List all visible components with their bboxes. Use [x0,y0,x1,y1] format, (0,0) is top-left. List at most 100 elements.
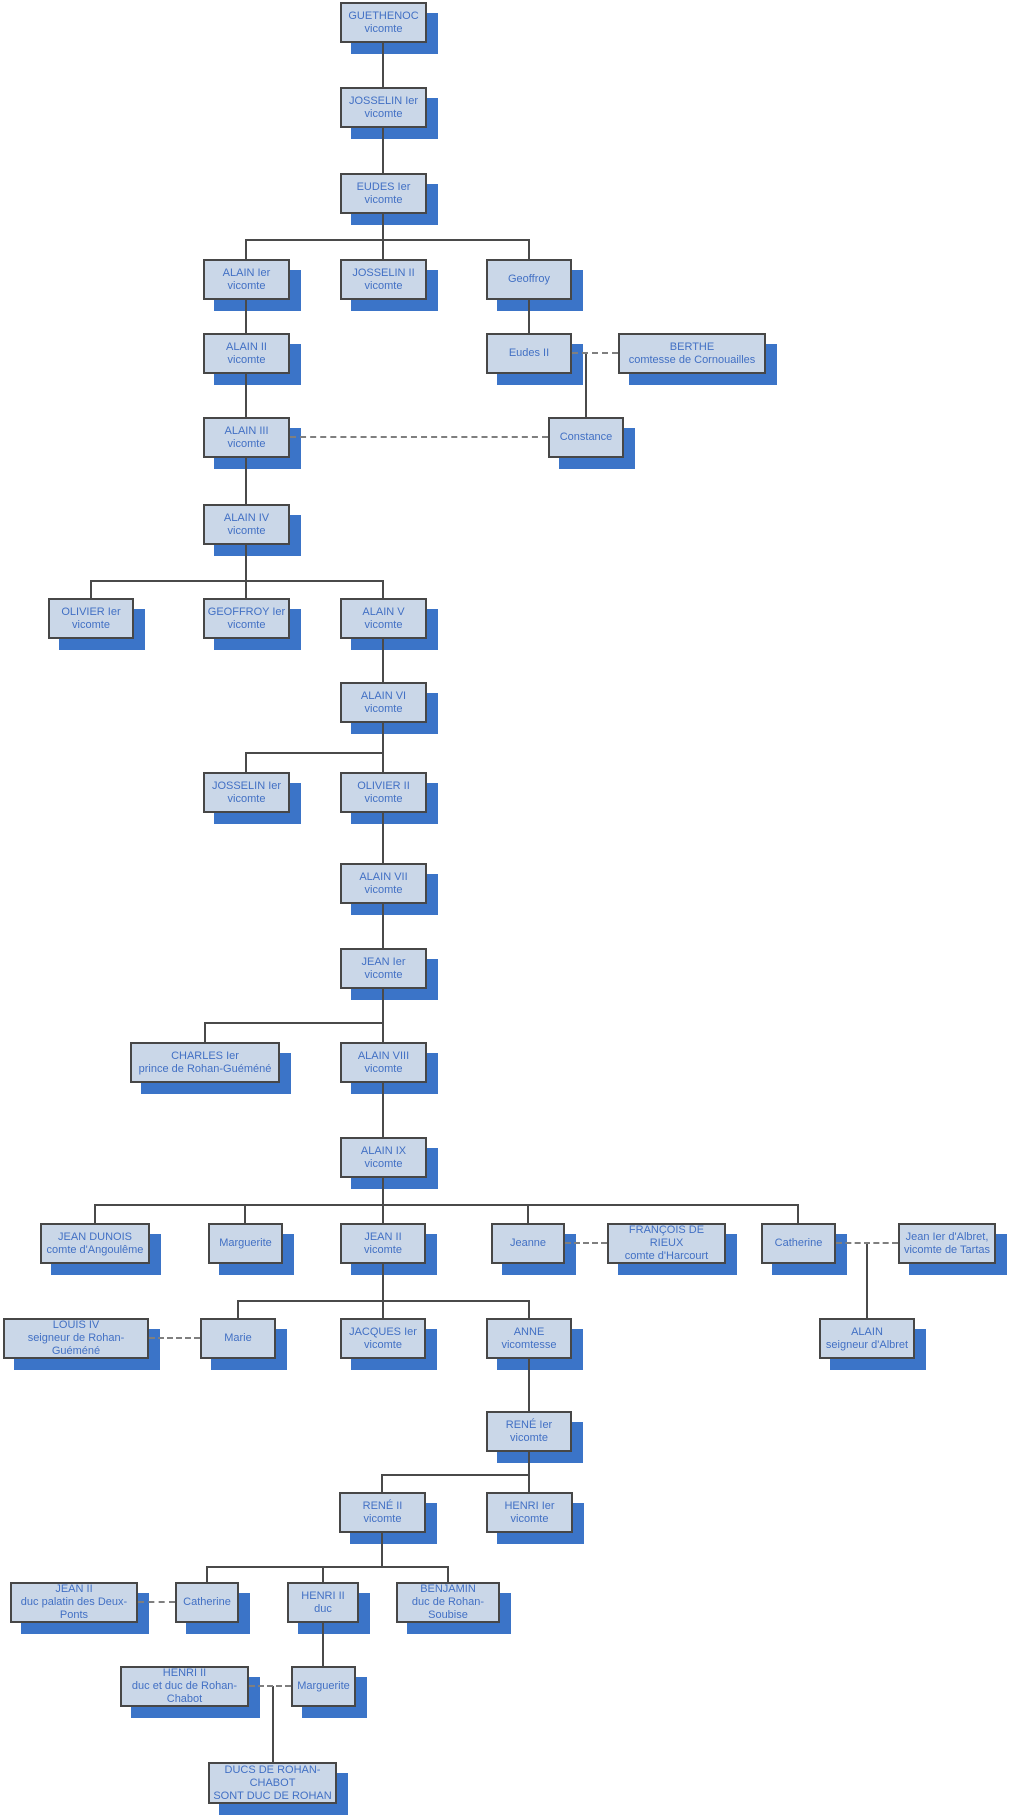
descent-line-vertical [447,1567,449,1582]
node-label: Marie [224,1332,252,1344]
node-sublabel: vicomte [364,22,403,35]
descent-line-vertical [94,1205,96,1223]
node-sublabel: vicomte [72,618,110,631]
descent-line-vertical [382,43,384,87]
descent-line-horizontal [204,1022,384,1024]
marriage-line-dashed [565,1242,607,1244]
node-sublabel: vicomte [364,1243,402,1256]
node-geoffroy[interactable]: Geoffroy [486,259,572,300]
node-sublabel: seigneur d'Albret [825,1338,909,1351]
descent-line-vertical [382,128,384,173]
node-label: GEOFFROY Ier [207,605,286,618]
node-sublabel: duc palatin des Deux-Ponts [20,1596,128,1621]
node-label: JOSSELIN II [352,266,415,279]
node-label: ALAIN VII [359,870,408,883]
descent-line-horizontal [381,1474,530,1476]
node-label: Catherine [774,1237,823,1249]
descent-line-vertical [528,1359,530,1411]
node-label: Geoffroy [508,273,550,285]
node-label: RENÉ II [362,1499,403,1512]
node-label: FRANÇOIS DE RIEUX [628,1224,705,1249]
descent-line-vertical [272,1686,274,1762]
descent-line-vertical [585,353,587,417]
descent-line-vertical [528,1475,530,1492]
node-jean-albret[interactable]: Jean Ier d'Albret,vicomte de Tartas [898,1223,996,1264]
descent-line-vertical [382,1301,384,1318]
node-label: JEAN Ier [361,955,406,968]
marriage-line-dashed [138,1601,175,1603]
node-label: JACQUES Ier [349,1325,417,1338]
node-label: ALAIN II [226,340,267,353]
node-catherine-1[interactable]: Catherine [761,1223,836,1264]
node-sublabel: vicomte [364,1157,403,1170]
node-label: HENRI Ier [504,1499,555,1512]
node-label: ANNE [513,1325,545,1338]
node-label: DUCS DE ROHAN-CHABOT [224,1763,321,1789]
node-sublabel: vicomte [227,792,266,805]
node-catherine-2[interactable]: Catherine [175,1582,239,1623]
node-eudes-2[interactable]: Eudes II [486,333,572,374]
node-marguerite-1[interactable]: Marguerite [208,1223,283,1264]
node-marguerite-2[interactable]: Marguerite [291,1666,356,1707]
descent-line-horizontal [94,1204,799,1206]
descent-line-vertical [382,904,384,948]
marriage-line-dashed [149,1337,200,1339]
node-sublabel: vicomte [227,618,266,631]
node-sublabel: vicomte [227,353,266,366]
node-label: JEAN DUNOIS [58,1230,132,1243]
node-label: ALAIN IX [360,1144,407,1157]
descent-line-vertical [382,989,384,1023]
descent-line-vertical [206,1567,208,1582]
node-jeanne[interactable]: Jeanne [491,1223,565,1264]
node-sublabel: vicomte de Tartas [903,1243,990,1256]
descent-line-vertical [382,240,384,259]
node-label: Marguerite [297,1680,350,1692]
descent-line-vertical [382,581,384,598]
descent-line-vertical [382,813,384,863]
descent-line-vertical [245,300,247,333]
node-marie[interactable]: Marie [200,1318,276,1359]
descent-line-horizontal [206,1566,449,1568]
descent-line-vertical [382,753,384,772]
node-label: GUETHENOC [348,9,419,22]
marriage-line-dashed [836,1242,898,1244]
node-constance[interactable]: Constance [548,417,624,458]
node-label: ALAIN V [362,605,405,618]
node-label: JOSSELIN Ier [348,94,419,107]
